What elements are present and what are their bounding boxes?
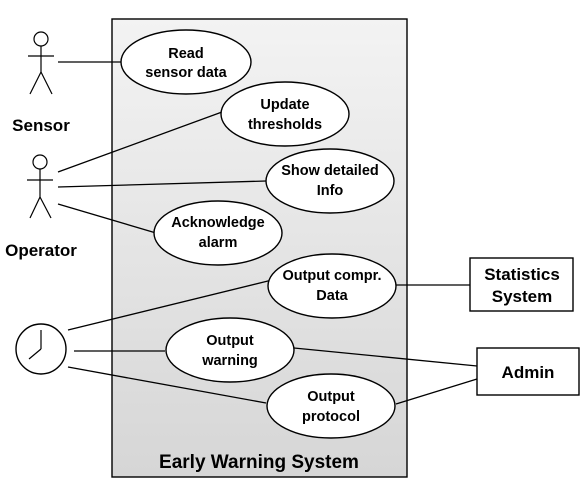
system-title: Early Warning System — [159, 452, 359, 473]
use-case-label-line: alarm — [199, 235, 238, 251]
assoc-operator-show — [57, 180, 267, 188]
clock-icon — [15, 323, 67, 375]
use-case-label-line: sensor data — [145, 65, 227, 81]
assoc-timer-protocol — [67, 366, 267, 404]
assoc-warning-admin — [293, 347, 478, 367]
actor-operator[interactable]: Operator — [5, 154, 77, 260]
use-case-label-line: Update — [260, 97, 309, 113]
use-case-label-line: Acknowledge — [171, 215, 264, 231]
use-case-output-warning[interactable]: Output warning — [165, 317, 295, 383]
actor-admin[interactable]: Admin — [476, 347, 580, 396]
actor-sensor-label: Sensor — [12, 116, 70, 135]
actor-statistics-system[interactable]: Statistics System — [469, 257, 574, 312]
actor-statistics-label-line: System — [492, 287, 552, 306]
use-case-output-protocol[interactable]: Output protocol — [266, 373, 396, 439]
use-case-read-sensor-data[interactable]: Read sensor data — [120, 29, 252, 95]
assoc-operator-update — [57, 111, 223, 173]
use-case-acknowledge-alarm[interactable]: Acknowledge alarm — [153, 200, 283, 266]
assoc-timer-compr — [67, 279, 273, 331]
assoc-protocol-admin — [395, 378, 478, 405]
use-case-label-line: Output compr. — [282, 268, 381, 284]
assoc-operator-ack — [57, 203, 157, 234]
actor-sensor[interactable]: Sensor — [12, 31, 70, 135]
use-case-label-line: Show detailed — [281, 163, 379, 179]
use-case-label-line: Output — [206, 333, 254, 349]
actor-statistics-label-line: Statistics — [484, 265, 560, 284]
use-case-label-line: thresholds — [248, 117, 322, 133]
associations — [57, 61, 478, 405]
actor-timer[interactable] — [15, 323, 67, 375]
use-case-label-line: Data — [316, 288, 348, 304]
use-case-update-thresholds[interactable]: Update thresholds — [220, 81, 350, 147]
actor-admin-label: Admin — [502, 363, 555, 382]
use-case-output-compr-data[interactable]: Output compr. Data — [267, 253, 397, 319]
stick-figure-icon — [27, 154, 53, 219]
actor-operator-label: Operator — [5, 241, 77, 260]
use-case-label-line: warning — [201, 353, 258, 369]
use-case-label-line: protocol — [302, 409, 360, 425]
stick-figure-icon — [28, 31, 54, 95]
use-case-label-line: Info — [317, 183, 344, 199]
use-case-label-line: Read — [168, 46, 203, 62]
use-case-show-detailed-info[interactable]: Show detailed Info — [265, 148, 395, 214]
use-case-label-line: Output — [307, 389, 355, 405]
